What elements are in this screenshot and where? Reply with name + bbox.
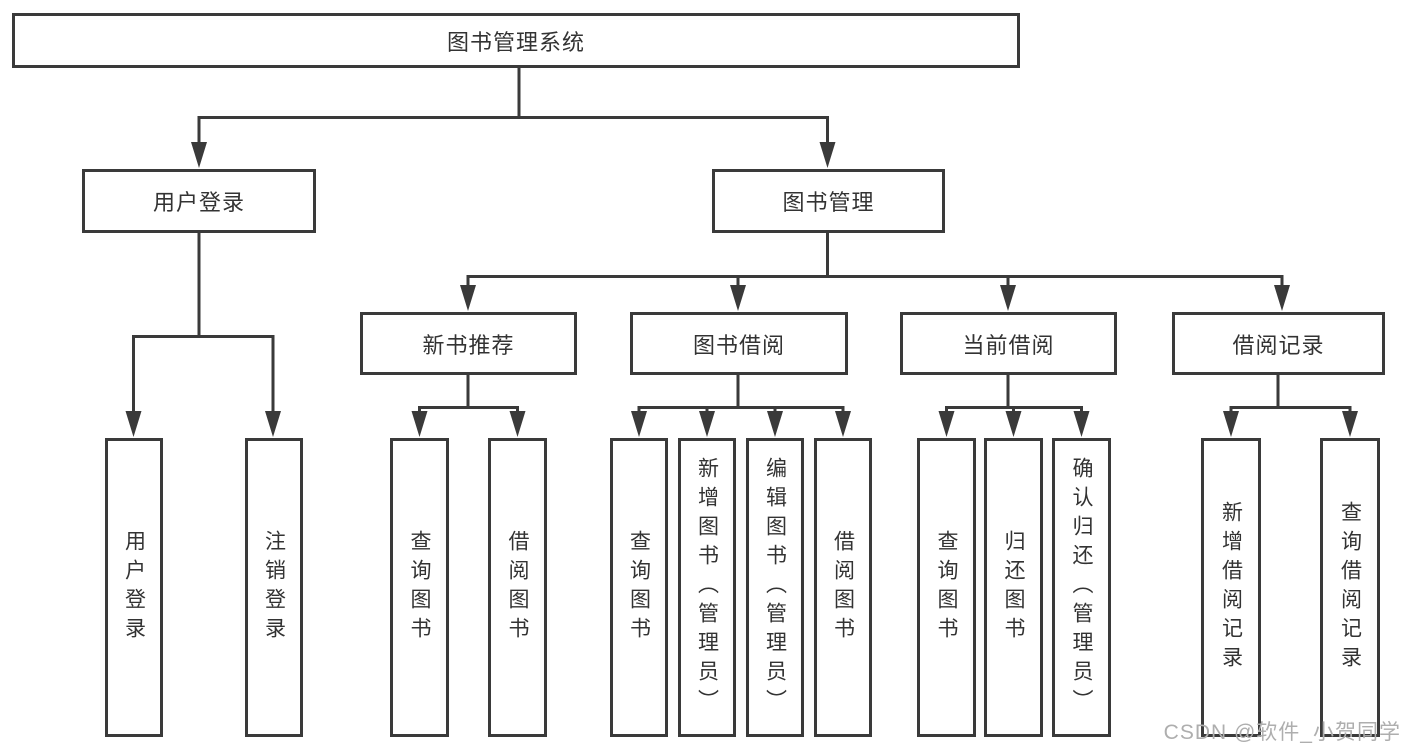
leaf-return-book: 归还图书	[984, 438, 1043, 737]
node-book-borrowing: 图书借阅	[630, 312, 848, 375]
leaf-add-borrow-record: 新增借阅记录	[1201, 438, 1261, 737]
connector-segments	[132, 68, 1352, 414]
leaf-logout: 注销登录	[245, 438, 303, 737]
arrowhead-icons	[125, 142, 1358, 437]
csdn-watermark: CSDN @软件_小贺同学	[1163, 721, 1401, 744]
node-new-book-recommendation: 新书推荐	[360, 312, 577, 375]
leaf-query-books-recommend: 查询图书	[390, 438, 449, 737]
node-user-login: 用户登录	[82, 169, 316, 233]
node-borrowing-records: 借阅记录	[1172, 312, 1385, 375]
leaf-edit-book-admin: 编辑图书（管理员）	[746, 438, 804, 737]
leaf-user-login: 用户登录	[105, 438, 163, 737]
node-current-borrowing: 当前借阅	[900, 312, 1117, 375]
leaf-query-borrow-record: 查询借阅记录	[1320, 438, 1380, 737]
leaf-query-books-borrowing: 查询图书	[610, 438, 668, 737]
node-root-system: 图书管理系统	[12, 13, 1020, 68]
leaf-borrow-books-recommend: 借阅图书	[488, 438, 547, 737]
node-book-management: 图书管理	[712, 169, 945, 233]
leaf-add-book-admin: 新增图书（管理员）	[678, 438, 736, 737]
leaf-confirm-return-admin: 确认归还（管理员）	[1052, 438, 1111, 737]
leaf-borrow-books-borrowing: 借阅图书	[814, 438, 872, 737]
leaf-query-books-current: 查询图书	[917, 438, 976, 737]
